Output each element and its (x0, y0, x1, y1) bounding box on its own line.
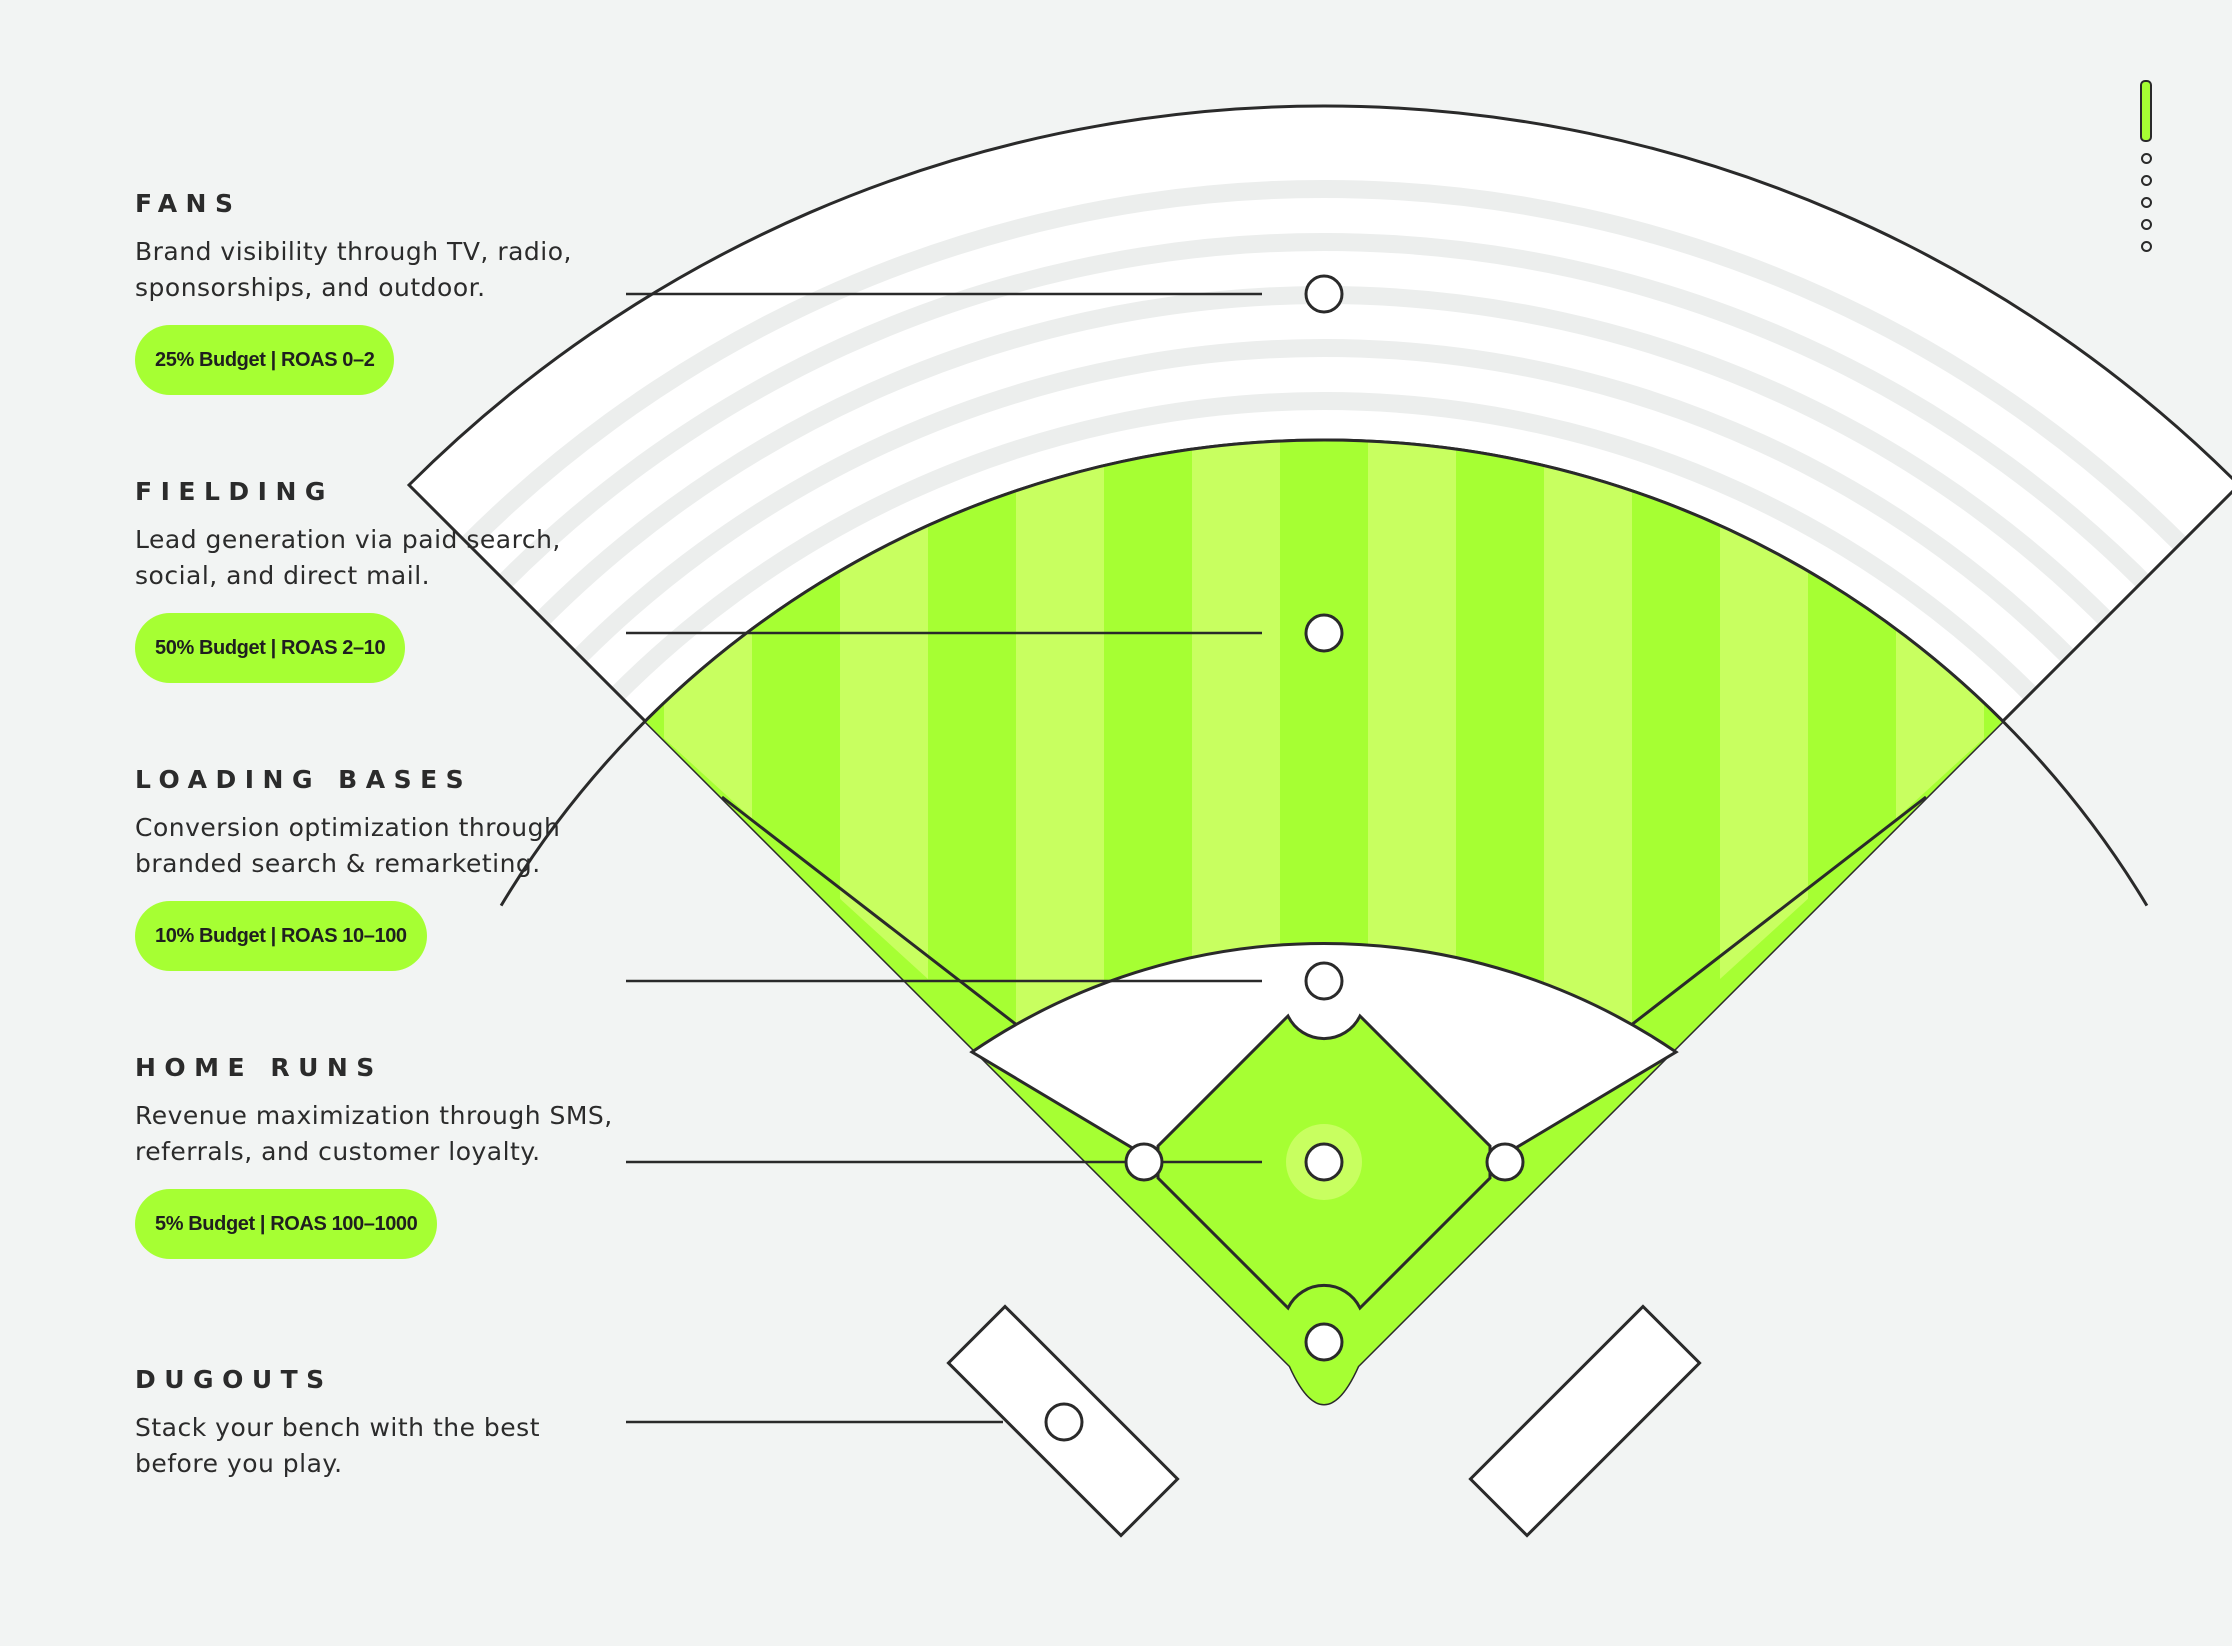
stand-stripe (431, 180, 2217, 581)
home-plate[interactable] (1304, 1322, 1344, 1362)
section-desc-line: branded search & remarketing. (135, 849, 541, 878)
budget-badge-fans: 25% Budget | ROAS 0–2 (135, 325, 395, 395)
page-indicator-active[interactable] (2140, 80, 2152, 142)
stand-stripe (586, 392, 2062, 722)
stand-stripes (431, 180, 2217, 722)
page-indicator (2140, 80, 2152, 252)
section-fans: FANS Brand visibility through TV, radio,… (135, 188, 655, 395)
stands-area (409, 105, 2232, 722)
section-desc-fielding: Lead generation via paid search, social, … (135, 522, 655, 594)
marker-dugouts[interactable] (1044, 1402, 1084, 1442)
first-base[interactable] (1485, 1142, 1525, 1182)
dugout-right (1468, 1304, 1702, 1538)
section-home-runs: HOME RUNS Revenue maximization through S… (135, 1052, 655, 1259)
outfield-fence (499, 438, 2149, 907)
budget-badge-fielding: 50% Budget | ROAS 2–10 (135, 613, 406, 683)
section-title-loading-bases: LOADING BASES (135, 765, 473, 794)
section-desc-line: Stack your bench with the best (135, 1413, 540, 1442)
section-title-fans: FANS (135, 189, 242, 218)
section-title-fielding: FIELDING (135, 477, 334, 506)
section-title-home-runs: HOME RUNS (135, 1053, 383, 1082)
page-indicator-dot[interactable] (2140, 241, 2152, 252)
section-dugouts: DUGOUTS Stack your bench with the best be… (135, 1364, 655, 1482)
section-desc-dugouts: Stack your bench with the best before you… (135, 1410, 655, 1482)
section-desc-line: referrals, and customer loyalty. (135, 1137, 541, 1166)
stand-stripe (470, 233, 2178, 617)
section-desc-line: sponsorships, and outdoor. (135, 273, 486, 302)
marker-fielding[interactable] (1304, 613, 1344, 653)
section-loading-bases: LOADING BASES Conversion optimization th… (135, 764, 655, 971)
stand-stripe (548, 338, 2100, 689)
section-desc-fans: Brand visibility through TV, radio, spons… (135, 234, 655, 306)
page-indicator-dot[interactable] (2140, 153, 2152, 164)
budget-badge-loading-bases: 10% Budget | ROAS 10–100 (135, 901, 427, 971)
marker-home-runs[interactable] (1304, 1142, 1344, 1182)
section-desc-line: before you play. (135, 1449, 343, 1478)
third-base[interactable] (1124, 1142, 1164, 1182)
section-desc-line: Revenue maximization through SMS, (135, 1101, 613, 1130)
marker-fans[interactable] (1304, 274, 1344, 314)
page-indicator-dot[interactable] (2140, 219, 2152, 230)
outfield-grass (645, 440, 2003, 1405)
markers (1044, 274, 1525, 1442)
page-indicator-dot[interactable] (2140, 197, 2152, 208)
budget-badge-home-runs: 5% Budget | ROAS 100–1000 (135, 1189, 438, 1259)
section-desc-home-runs: Revenue maximization through SMS, referra… (135, 1098, 655, 1170)
section-desc-line: Brand visibility through TV, radio, (135, 237, 572, 266)
section-desc-line: Lead generation via paid search, (135, 525, 561, 554)
page-indicator-dot[interactable] (2140, 175, 2152, 186)
stands-outline (406, 104, 2232, 723)
marker-loading-bases[interactable] (1304, 961, 1344, 1001)
section-desc-line: Conversion optimization through (135, 813, 561, 842)
section-desc-line: social, and direct mail. (135, 561, 431, 590)
section-desc-loading-bases: Conversion optimization through branded s… (135, 810, 655, 882)
section-title-dugouts: DUGOUTS (135, 1365, 333, 1394)
section-fielding: FIELDING Lead generation via paid search… (135, 476, 655, 683)
